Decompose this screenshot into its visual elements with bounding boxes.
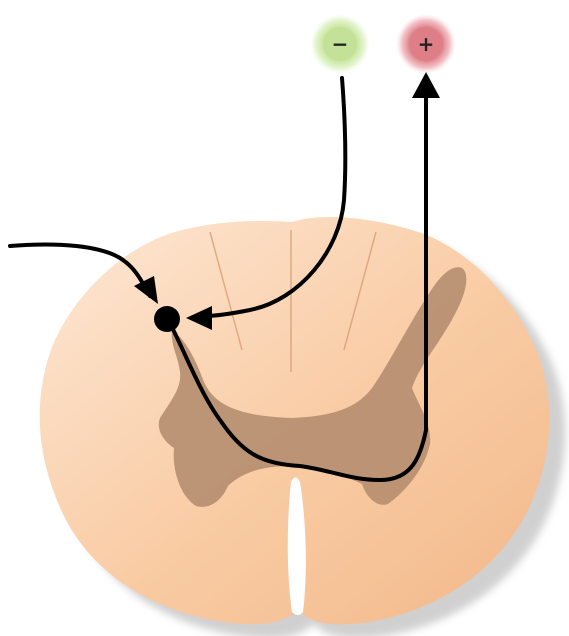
positive-symbol: + — [418, 32, 435, 56]
efferent-arrowhead — [412, 72, 440, 98]
positive-sign: + — [396, 14, 456, 74]
negative-sign: − — [310, 14, 370, 74]
neuron-node — [154, 306, 180, 332]
negative-symbol: − — [332, 32, 349, 56]
